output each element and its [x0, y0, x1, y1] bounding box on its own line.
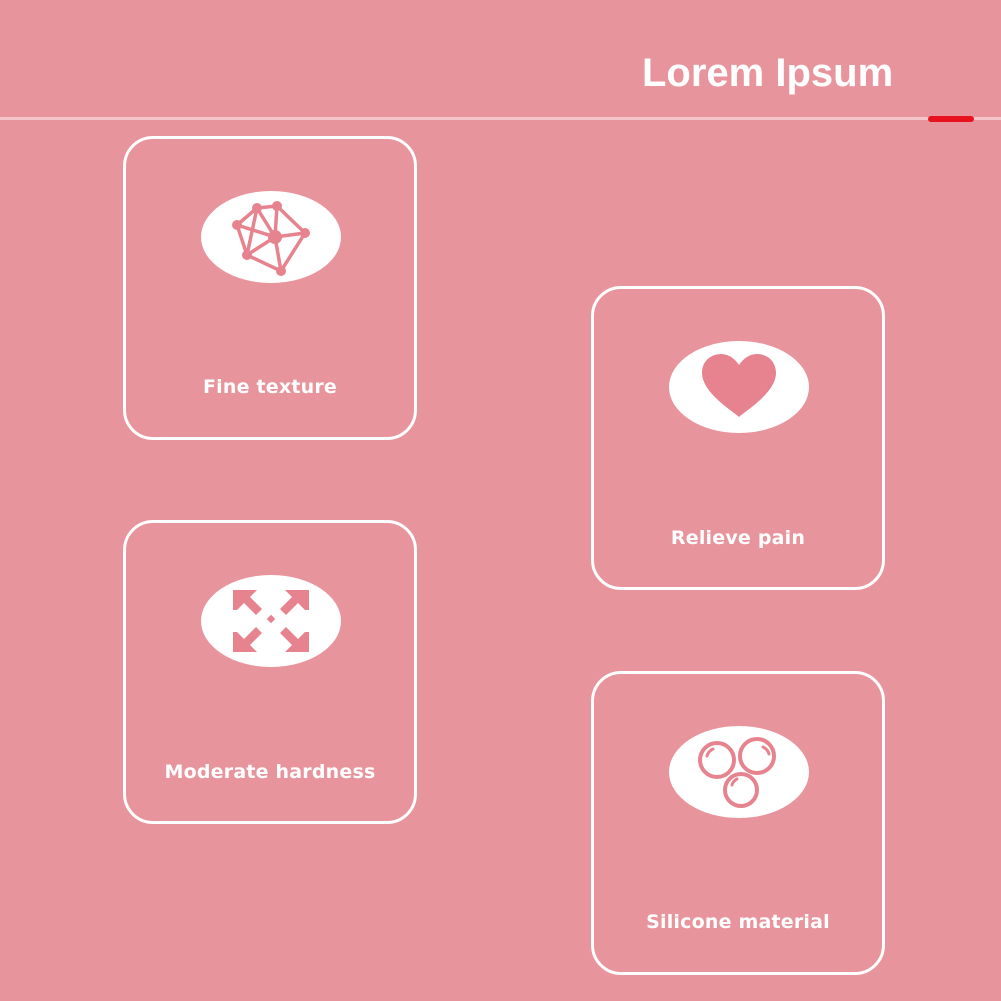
- feature-card-relieve-pain: Relieve pain: [591, 286, 885, 590]
- header-divider: [0, 117, 1001, 120]
- feature-label: Moderate hardness: [164, 761, 376, 783]
- feature-label: Fine texture: [202, 376, 337, 398]
- bubbles-icon: [698, 737, 776, 808]
- feature-card-silicone-material: Silicone material: [591, 671, 885, 975]
- icon-disc: [201, 575, 341, 667]
- page-title: Lorem Ipsum: [642, 51, 894, 95]
- network-mesh-icon: [232, 201, 310, 276]
- accent-underline: [928, 116, 974, 122]
- icon-disc: [669, 726, 809, 818]
- feature-label: Silicone material: [646, 911, 830, 933]
- icon-disc: [669, 341, 809, 433]
- heart-icon: [702, 354, 776, 417]
- feature-label: Relieve pain: [670, 527, 806, 549]
- icon-disc: [201, 191, 341, 283]
- feature-card-moderate-hardness: Moderate hardness: [123, 520, 417, 824]
- feature-card-fine-texture: Fine texture: [123, 136, 417, 440]
- expand-arrows-icon: [233, 590, 309, 652]
